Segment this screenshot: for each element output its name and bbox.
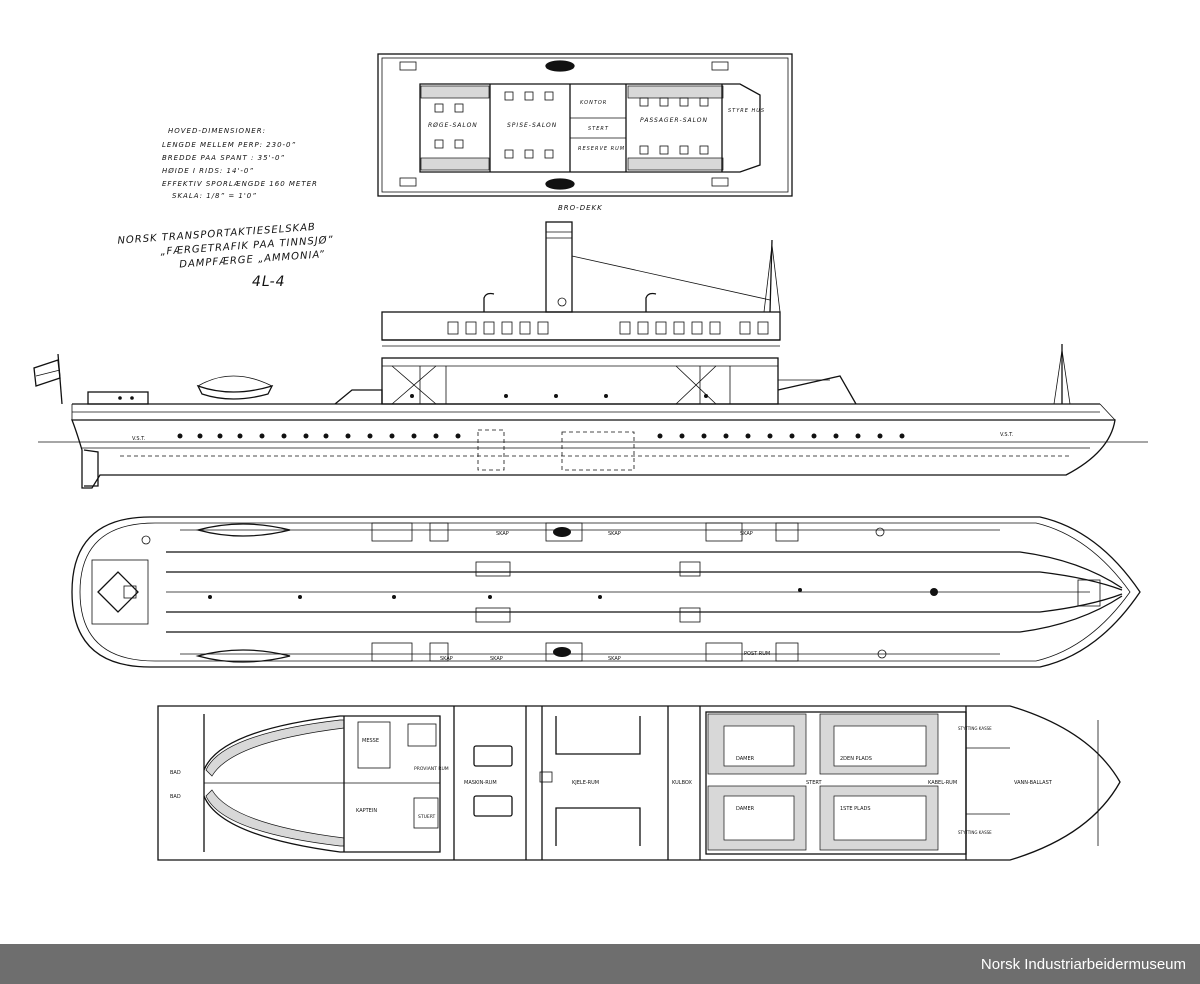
room-label: KJELE-RUM	[572, 780, 599, 786]
side-elevation: V.S.T. V.S.T.	[33, 221, 1148, 489]
lower-deck-plan: BAD BAD MESSE KAPTEIN PROVIANT RUM STUER…	[157, 705, 1121, 861]
dimensions-block: HOVED-DIMENSIONER: LENGDE MELLEM PERP: 2…	[162, 127, 318, 200]
room-label: PROVIANT RUM	[414, 766, 449, 772]
room-label: PASSAGER-SALON	[640, 117, 708, 124]
dimension-line: HØIDE I RIDS: 14'-0”	[162, 167, 254, 175]
room-label: VANN-BALLAST	[1014, 780, 1053, 786]
room-label: KONTOR	[580, 100, 607, 106]
deck-label: SKAP	[608, 531, 621, 537]
deck-label: SKAP	[490, 656, 503, 662]
room-label: 2DEN PLADS	[840, 756, 872, 762]
room-label: DAMER	[736, 756, 755, 762]
dimension-line: SKALA: 1/8” = 1'0”	[172, 192, 257, 200]
room-label: MASKIN-RUM	[464, 780, 497, 786]
museum-credit: Norsk Industriarbeidermuseum	[980, 955, 1186, 973]
room-label: KAPTEIN	[356, 808, 377, 814]
dimension-line: LENGDE MELLEM PERP: 230-0”	[162, 141, 296, 149]
museum-credit-bar: Norsk Industriarbeidermuseum	[0, 944, 1200, 984]
room-label: STERT	[806, 780, 822, 786]
main-deck-plan: SKAP SKAP SKAP SKAP SKAP SKAP POST RUM	[71, 516, 1141, 668]
room-label: SPISE-SALON	[507, 122, 557, 129]
title-block: NORSK TRANSPORTAKTIESELSKAB „FÆRGETRAFIK…	[117, 222, 334, 271]
room-label: KULBOX	[672, 780, 693, 786]
deck-label: SKAP	[496, 531, 509, 537]
ship-blueprint: RØGE-SALON SPISE-SALON KONTOR STERT RESE…	[33, 53, 1148, 861]
room-label: STUERT	[418, 814, 436, 820]
deck-label: SKAP	[440, 656, 453, 662]
room-label: RØGE-SALON	[428, 122, 478, 129]
bridge-deck-plan: RØGE-SALON SPISE-SALON KONTOR STERT RESE…	[377, 53, 793, 212]
room-label: STYTTING KASSE	[958, 726, 992, 731]
dimension-line: EFFEKTIV SPORLÆNGDE 160 METER	[162, 180, 318, 188]
room-label: MESSE	[362, 738, 379, 744]
dimension-line: BREDDE PAA SPANT : 35'-0”	[162, 154, 285, 162]
bridge-deck-caption: BRO-DEKK	[558, 204, 603, 212]
elevation-label: V.S.T.	[1000, 432, 1014, 438]
room-label: RESERVE RUM	[578, 146, 625, 152]
room-label: BAD	[170, 770, 181, 776]
room-label: KABEL-RUM	[928, 780, 957, 786]
drawing-number: 4L-4	[252, 274, 286, 290]
deck-label: SKAP	[608, 656, 621, 662]
deck-label: POST RUM	[744, 651, 770, 657]
room-label: STYTTING KASSE	[958, 830, 992, 835]
dimension-line: HOVED-DIMENSIONER:	[168, 127, 266, 135]
room-label: DAMER	[736, 806, 755, 812]
room-label: BAD	[170, 794, 181, 800]
deck-label: SKAP	[740, 531, 753, 537]
room-label: STYRE HUS	[728, 108, 765, 114]
room-label: STERT	[588, 126, 609, 132]
room-label: 1STE PLADS	[840, 806, 871, 812]
elevation-label: V.S.T.	[132, 436, 146, 442]
